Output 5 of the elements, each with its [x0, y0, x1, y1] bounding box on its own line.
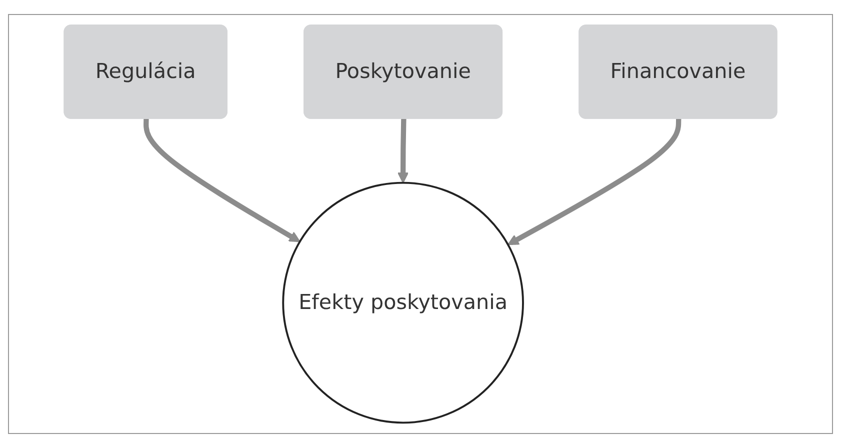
arrow [144, 118, 300, 242]
diagram-frame: Regulácia Poskytovanie Financovanie Efekty poskytovania [8, 14, 833, 434]
arrow [507, 118, 682, 246]
arrow [397, 118, 409, 184]
node-circle [282, 182, 524, 424]
